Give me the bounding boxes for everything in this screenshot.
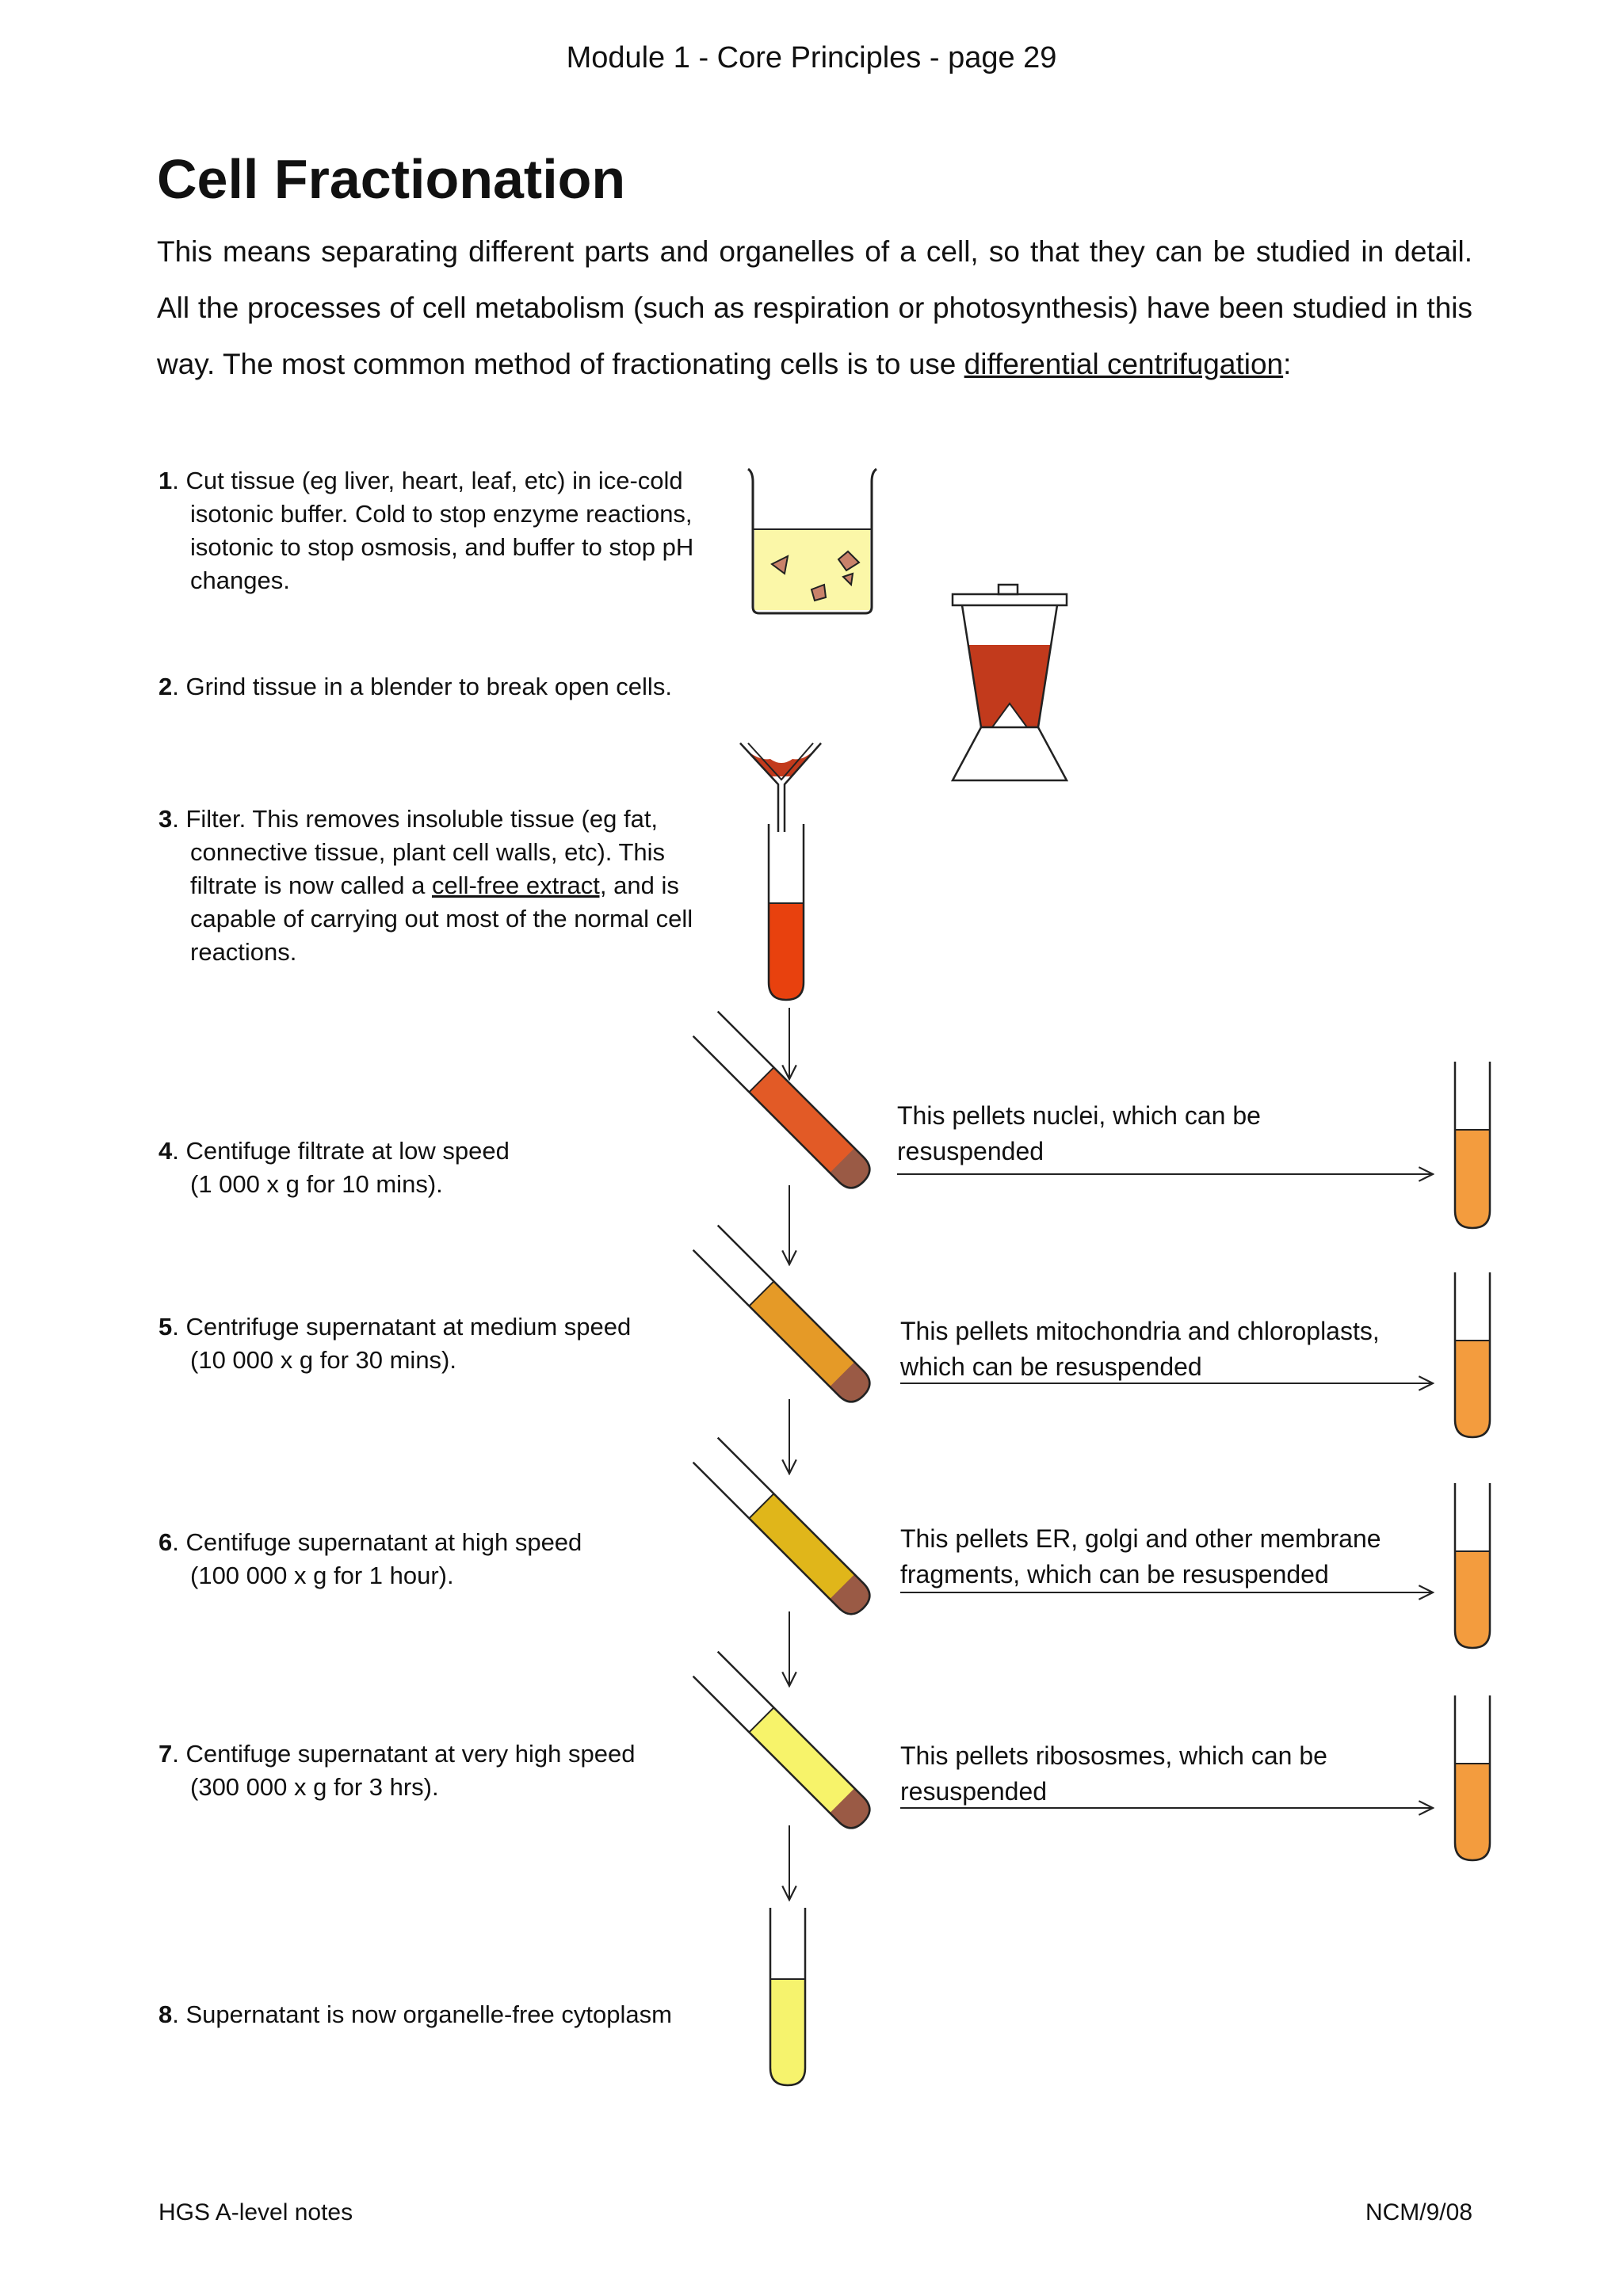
- step-text: capable of carrying out most of the norm…: [190, 905, 693, 933]
- step-text: (1 000 x g for 10 mins).: [190, 1170, 443, 1198]
- step-6: 6. Centifuge supernatant at high speed (…: [158, 1526, 582, 1592]
- note-er-golgi: This pellets ER, golgi and other membran…: [900, 1524, 1381, 1589]
- centrifuge-tube-7-icon: [692, 1650, 871, 1829]
- step-4: 4. Centifuge filtrate at low speed (1 00…: [158, 1135, 510, 1201]
- note-mitochondria: This pellets mitochondria and chloroplas…: [900, 1317, 1380, 1381]
- intro-text: This means separating different parts an…: [157, 235, 1472, 380]
- step-text: (300 000 x g for 3 hrs).: [190, 1773, 439, 1801]
- step-text: filtrate is now called a cell-free extra…: [190, 871, 679, 899]
- step-number: 1: [158, 467, 173, 494]
- step-text: . Centrifuge supernatant at medium speed: [172, 1313, 632, 1341]
- step-text: . Centifuge filtrate at low speed: [172, 1137, 510, 1165]
- step-text: changes.: [190, 566, 290, 594]
- beaker-icon: [747, 467, 877, 615]
- resuspended-tube-nuclei-icon: [1453, 1062, 1491, 1230]
- step-number: 2: [158, 673, 173, 700]
- cytoplasm-tube-icon: [769, 1908, 807, 2087]
- step-text: (100 000 x g for 1 hour).: [190, 1562, 454, 1589]
- resuspended-tube-er-icon: [1453, 1483, 1491, 1650]
- step-number: 5: [158, 1313, 173, 1341]
- step-text: . Grind tissue in a blender to break ope…: [172, 673, 672, 700]
- step-5: 5. Centrifuge supernatant at medium spee…: [158, 1310, 631, 1377]
- step-7: 7. Centifuge supernatant at very high sp…: [158, 1737, 635, 1804]
- step-text: . Supernatant is now organelle-free cyto…: [172, 2000, 672, 2028]
- footer-left: HGS A-level notes: [158, 2199, 353, 2225]
- centrifuge-tube-6-icon: [692, 1436, 871, 1615]
- step-number: 8: [158, 2000, 173, 2028]
- resuspended-tube-mitochondria-icon: [1453, 1272, 1491, 1439]
- footer-right: NCM/9/08: [1365, 2199, 1472, 2225]
- step-number: 3: [158, 805, 173, 833]
- centrifuge-tube-5-icon: [692, 1224, 871, 1403]
- step-text: . Centifuge supernatant at very high spe…: [172, 1740, 636, 1768]
- step-number: 4: [158, 1137, 173, 1165]
- step-2: 2. Grind tissue in a blender to break op…: [158, 670, 672, 704]
- step-1: 1. Cut tissue (eg liver, heart, leaf, et…: [158, 464, 745, 597]
- resuspended-tube-ribosomes-icon: [1453, 1695, 1491, 1862]
- intro-keyword: differential centrifugation: [964, 348, 1284, 380]
- step-text: . Cut tissue (eg liver, heart, leaf, etc…: [172, 467, 683, 494]
- step-text: . Filter. This removes insoluble tissue …: [172, 805, 659, 833]
- centrifuge-tube-4-icon: [692, 1010, 871, 1189]
- step-3: 3. Filter. This removes insoluble tissue…: [158, 803, 745, 969]
- step-number: 7: [158, 1740, 173, 1768]
- step-text: connective tissue, plant cell walls, etc…: [190, 838, 666, 866]
- note-nuclei: This pellets nuclei, which can be resusp…: [897, 1101, 1261, 1165]
- page-header: Module 1 - Core Principles - page 29: [566, 41, 1057, 74]
- step-text: reactions.: [190, 938, 297, 966]
- step-number: 6: [158, 1528, 173, 1556]
- right-arrows: [897, 1174, 1433, 1808]
- intro-colon: :: [1283, 348, 1292, 380]
- step-8: 8. Supernatant is now organelle-free cyt…: [158, 1998, 672, 2031]
- filtrate-tube-icon: [767, 824, 805, 1001]
- note-ribosomes: This pellets ribososmes, which can be re…: [900, 1741, 1327, 1806]
- page-title: Cell Fractionation: [157, 148, 626, 210]
- step-text: . Centifuge supernatant at high speed: [172, 1528, 582, 1556]
- blender-icon: [950, 583, 1069, 782]
- step-text: (10 000 x g for 30 mins).: [190, 1346, 456, 1374]
- cell-free-extract-term: cell-free extract,: [431, 871, 607, 899]
- step-text: isotonic buffer. Cold to stop enzyme rea…: [190, 500, 693, 528]
- step-text: isotonic to stop osmosis, and buffer to …: [190, 533, 694, 561]
- funnel-icon: [739, 742, 822, 832]
- intro-paragraph: This means separating different parts an…: [157, 223, 1472, 392]
